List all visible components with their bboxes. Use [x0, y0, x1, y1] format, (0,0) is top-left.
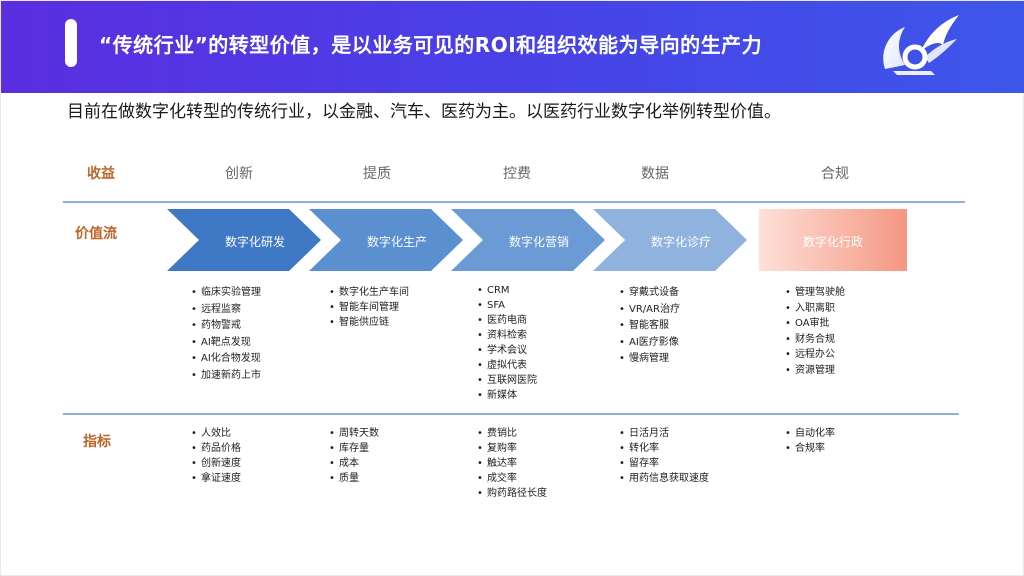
list-item: 质量: [329, 471, 379, 486]
list-item: 人效比: [191, 426, 241, 441]
chevron-admin: [759, 209, 907, 271]
chevron-label-admin: 数字化行政: [802, 235, 863, 249]
list-item: 入职离职: [785, 301, 845, 317]
features-diagnosis: 穿戴式设备 VR/AR治疗 智能客服 AI医疗影像 慢病管理: [619, 285, 680, 368]
list-item: 自动化率: [785, 426, 835, 441]
list-item: CRM: [477, 283, 537, 298]
chevron-label-rnd: 数字化研发: [224, 235, 285, 249]
list-item: 周转天数: [329, 426, 379, 441]
list-item: 留存率: [619, 456, 709, 471]
list-item: 成交率: [477, 471, 547, 486]
list-item: 远程办公: [785, 347, 845, 363]
row-label-metrics: 指标: [83, 434, 111, 450]
slide-title: “传统行业”的转型价值，是以业务可见的ROI和组织效能为导向的生产力: [99, 33, 763, 57]
list-item: 临床实验管理: [191, 285, 261, 302]
list-item: 药物警戒: [191, 318, 261, 335]
list-item: 费销比: [477, 426, 547, 441]
features-production: 数字化生产车间 智能车间管理 智能供应链: [329, 285, 409, 330]
list-item: AI靶点发现: [191, 335, 261, 352]
chevron-label-marketing: 数字化营销: [508, 235, 569, 249]
gain-cost-control: 控费: [503, 166, 531, 182]
list-item: AI化合物发现: [191, 351, 261, 368]
row-label-gain: 收益: [87, 166, 115, 182]
list-item: SFA: [477, 298, 537, 313]
list-item: 合规率: [785, 441, 835, 456]
list-item: 医药电商: [477, 313, 537, 328]
chevron-production: [309, 209, 463, 271]
chevron-label-production: 数字化生产: [366, 235, 427, 249]
divider-top: [63, 201, 965, 203]
chevron-diagnosis: [593, 209, 747, 271]
list-item: 触达率: [477, 456, 547, 471]
list-item: 药品价格: [191, 441, 241, 456]
list-item: 财务合规: [785, 332, 845, 348]
features-marketing: CRM SFA 医药电商 资料检索 学术会议 虚拟代表 互联网医院 新媒体: [477, 283, 537, 403]
list-item: 日活月活: [619, 426, 709, 441]
gain-quality: 提质: [363, 166, 391, 182]
list-item: 加速新药上市: [191, 368, 261, 385]
metrics-marketing: 费销比 复购率 触达率 成交率 购药路径长度: [477, 426, 547, 501]
list-item: 转化率: [619, 441, 709, 456]
list-item: 成本: [329, 456, 379, 471]
list-item: 智能客服: [619, 318, 680, 335]
intro-text: 目前在做数字化转型的传统行业，以金融、汽车、医药为主。以医药行业数字化举例转型价…: [67, 102, 781, 122]
list-item: 管理驾驶舱: [785, 285, 845, 301]
list-item: 智能供应链: [329, 315, 409, 330]
value-stream-chevrons: [167, 209, 907, 271]
features-rnd: 临床实验管理 远程监察 药物警戒 AI靶点发现 AI化合物发现 加速新药上市: [191, 285, 261, 384]
row-label-value-stream: 价值流: [75, 226, 117, 242]
metrics-production: 周转天数 库存量 成本 质量: [329, 426, 379, 486]
gain-innovation: 创新: [225, 166, 253, 182]
list-item: 穿戴式设备: [619, 285, 680, 302]
list-item: 学术会议: [477, 343, 537, 358]
list-item: 智能车间管理: [329, 300, 409, 315]
list-item: 复购率: [477, 441, 547, 456]
divider-bottom: [63, 413, 959, 415]
features-admin: 管理驾驶舱 入职离职 OA审批 财务合规 远程办公 资源管理: [785, 285, 845, 378]
chevron-rnd: [167, 209, 321, 271]
list-item: 拿证速度: [191, 471, 241, 486]
list-item: 资源管理: [785, 363, 845, 379]
gain-compliance: 合规: [821, 166, 849, 182]
list-item: 库存量: [329, 441, 379, 456]
chevron-marketing: [451, 209, 605, 271]
metrics-diagnosis: 日活月活 转化率 留存率 用药信息获取速度: [619, 426, 709, 486]
brand-logo-icon: [883, 15, 959, 75]
list-item: 互联网医院: [477, 373, 537, 388]
list-item: 慢病管理: [619, 351, 680, 368]
metrics-rnd: 人效比 药品价格 创新速度 拿证速度: [191, 426, 241, 486]
list-item: OA审批: [785, 316, 845, 332]
list-item: AI医疗影像: [619, 335, 680, 352]
list-item: 购药路径长度: [477, 486, 547, 501]
header-accent-bar: [65, 19, 77, 67]
list-item: 资料检索: [477, 328, 537, 343]
list-item: VR/AR治疗: [619, 302, 680, 319]
list-item: 远程监察: [191, 302, 261, 319]
list-item: 虚拟代表: [477, 358, 537, 373]
gain-data: 数据: [641, 166, 669, 182]
list-item: 创新速度: [191, 456, 241, 471]
list-item: 数字化生产车间: [329, 285, 409, 300]
list-item: 新媒体: [477, 388, 537, 403]
metrics-admin: 自动化率 合规率: [785, 426, 835, 456]
chevron-label-diagnosis: 数字化诊疗: [650, 235, 711, 249]
header-banner: “传统行业”的转型价值，是以业务可见的ROI和组织效能为导向的生产力: [1, 1, 1024, 93]
list-item: 用药信息获取速度: [619, 471, 709, 486]
